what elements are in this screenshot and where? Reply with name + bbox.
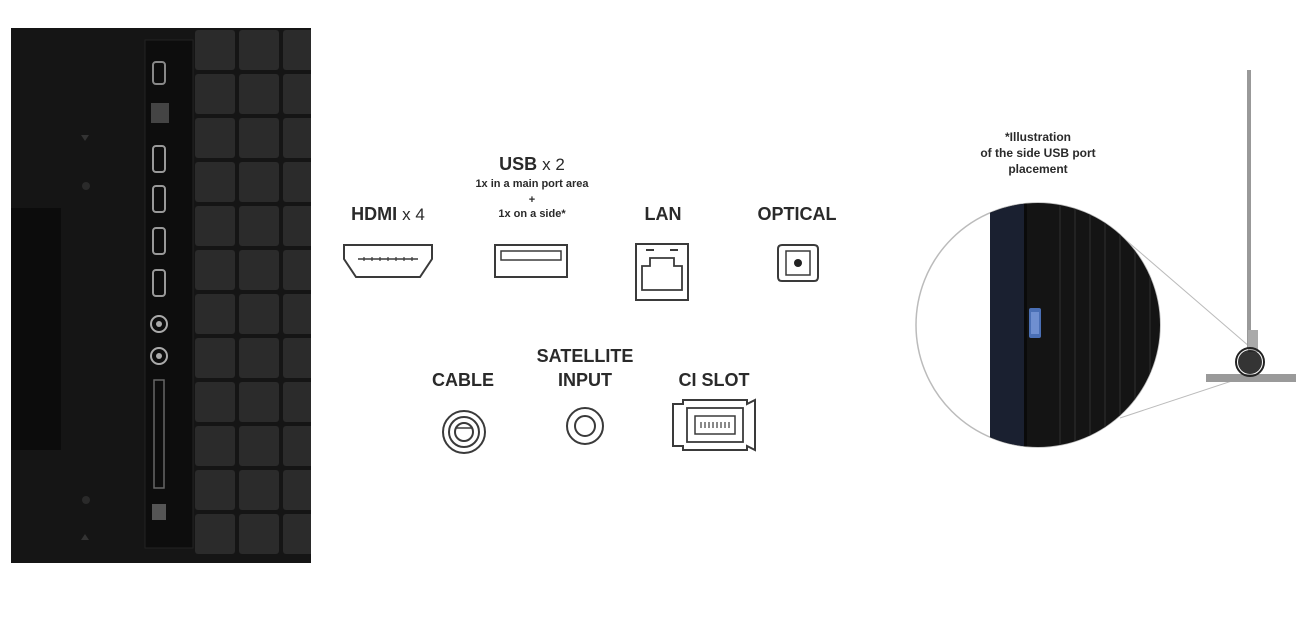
usb-label: USB x 2 (499, 154, 565, 174)
side-usb-zoom-illustration (910, 60, 1302, 460)
panel-tile (195, 74, 235, 114)
panel-tile (195, 382, 235, 422)
illustration-caption-line3: placement (1008, 162, 1068, 176)
panel-tile (239, 338, 279, 378)
tv-back-panel-photo (11, 28, 311, 563)
lan-port-icon (634, 242, 690, 302)
panel-tile (283, 426, 311, 466)
panel-tile (283, 74, 311, 114)
panel-tile (239, 470, 279, 510)
usb-note-side: 1x on a side* (498, 208, 566, 220)
cable-label: CABLE (432, 370, 494, 390)
cable-port-icon (440, 408, 488, 456)
optical-port-icon (776, 243, 820, 283)
ci-slot-label: CI SLOT (678, 370, 750, 390)
illustration-caption-line2: of the side USB port (980, 146, 1096, 160)
panel-tile (239, 206, 279, 246)
hdmi-label: HDMI x 4 (351, 204, 425, 224)
panel-tile (283, 470, 311, 510)
panel-tile (195, 426, 235, 466)
panel-tile (195, 30, 235, 70)
usb-port-icon (493, 243, 569, 279)
panel-tile (283, 382, 311, 422)
panel-tile (239, 74, 279, 114)
panel-tile (239, 514, 279, 554)
panel-tile (195, 470, 235, 510)
satellite-label-line1: SATELLITE (536, 346, 634, 366)
panel-tile (195, 162, 235, 202)
lan-label: LAN (644, 204, 682, 224)
panel-tile (283, 514, 311, 554)
panel-tile (283, 162, 311, 202)
panel-tile (239, 162, 279, 202)
panel-tile (283, 118, 311, 158)
ci-slot-icon (671, 398, 759, 452)
panel-tile (195, 250, 235, 290)
panel-tile (239, 30, 279, 70)
panel-tile (283, 250, 311, 290)
panel-tile (239, 118, 279, 158)
panel-tile (239, 426, 279, 466)
panel-tile (239, 382, 279, 422)
illustration-caption-line1: *Illustration (1004, 130, 1071, 144)
usb-note-plus: + (528, 194, 536, 206)
satellite-port-icon (565, 406, 605, 446)
hdmi-port-icon (342, 243, 434, 279)
panel-tile (283, 294, 311, 334)
panel-tile (239, 294, 279, 334)
panel-tile (195, 294, 235, 334)
panel-tile (195, 206, 235, 246)
panel-tile (195, 338, 235, 378)
optical-label: OPTICAL (757, 204, 837, 224)
panel-tile (283, 206, 311, 246)
panel-tile (283, 30, 311, 70)
panel-tile (195, 118, 235, 158)
satellite-label-line2: INPUT (558, 370, 612, 390)
usb-note-main: 1x in a main port area (475, 178, 589, 190)
panel-tile (239, 250, 279, 290)
panel-tile (283, 338, 311, 378)
panel-tile (195, 514, 235, 554)
